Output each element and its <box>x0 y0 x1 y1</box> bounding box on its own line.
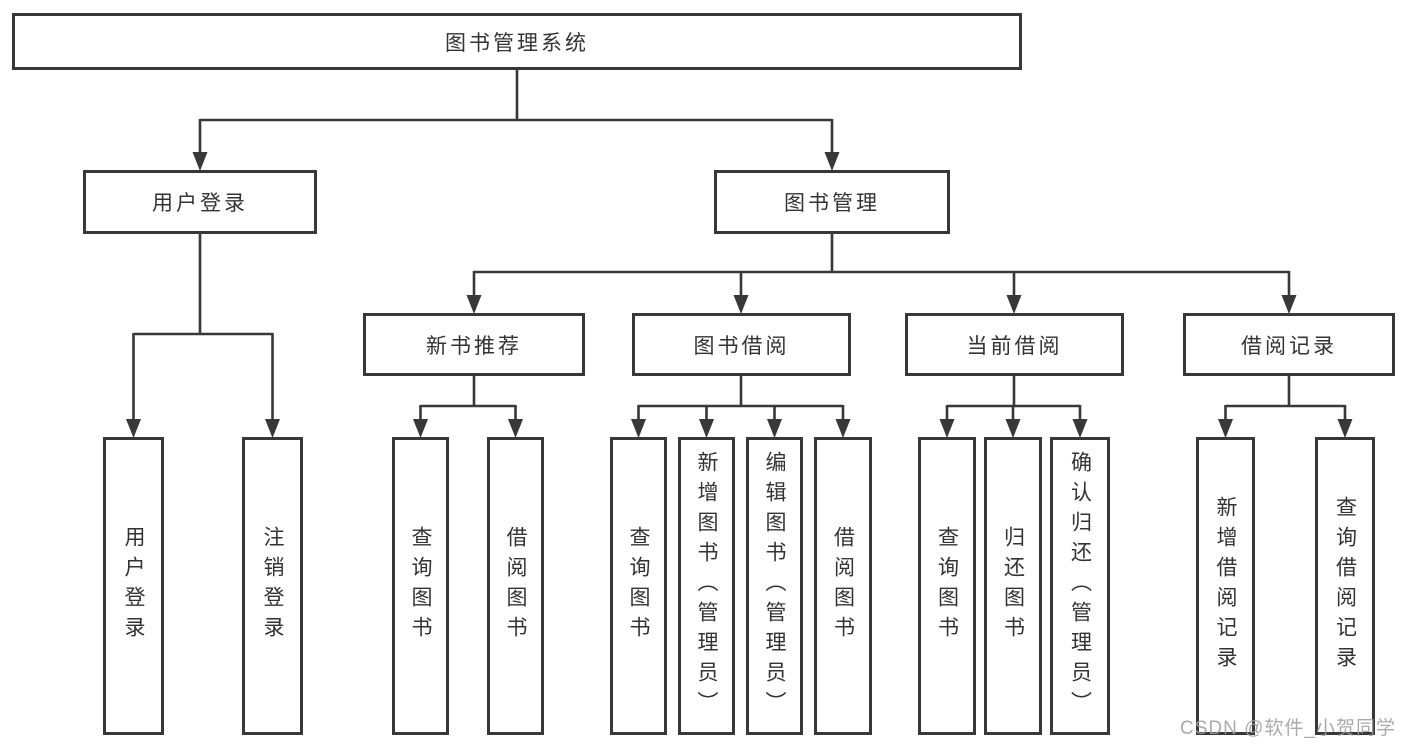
arrowhead-icon <box>1072 419 1088 438</box>
arrowhead-icon <box>413 419 428 438</box>
node-new-book-recommend: 新书推荐 <box>363 313 585 376</box>
node-label: 新增图书（管理员） <box>695 451 718 721</box>
node-label: 注销登录 <box>261 526 284 646</box>
connector-current-borrow-children <box>945 376 1082 421</box>
arrowheads <box>126 152 1353 438</box>
node-book-borrow: 图书借阅 <box>632 313 851 376</box>
node-borrow-records: 借阅记录 <box>1183 313 1395 376</box>
leaf-logout: 注销登录 <box>242 437 303 735</box>
connector-borrow-records-children <box>1224 376 1347 421</box>
arrowhead-icon <box>699 419 714 438</box>
node-label: 图书借阅 <box>693 334 790 358</box>
leaf-query-borrow-record: 查询借阅记录 <box>1315 437 1375 735</box>
leaf-add-borrow-record: 新增借阅记录 <box>1196 437 1255 735</box>
node-current-borrow: 当前借阅 <box>905 313 1124 376</box>
leaf-user-login: 用户登录 <box>103 437 164 735</box>
node-label: 图书管理 <box>784 192 880 215</box>
node-user-login: 用户登录 <box>83 170 317 234</box>
connector-new-book-children <box>419 376 517 421</box>
node-label: 查询借阅记录 <box>1333 496 1357 676</box>
arrowhead-icon <box>939 419 955 438</box>
node-book-management: 图书管理 <box>714 170 950 234</box>
node-library-management-system: 图书管理系统 <box>12 13 1022 70</box>
connector-root-to-level2 <box>198 70 834 154</box>
leaf-query-books-current: 查询图书 <box>918 437 976 735</box>
node-label: 图书管理系统 <box>445 31 589 55</box>
node-label: 用户登录 <box>152 192 248 215</box>
node-label: 借阅记录 <box>1241 334 1337 358</box>
arrowhead-icon <box>824 152 840 171</box>
arrowhead-icon <box>631 419 646 438</box>
leaf-query-books-borrow: 查询图书 <box>610 437 667 735</box>
node-label: 归还图书 <box>1001 526 1025 646</box>
node-label: 当前借阅 <box>966 334 1063 358</box>
node-label: 确认归还（管理员） <box>1068 451 1092 721</box>
arrowhead-icon <box>192 152 208 171</box>
arrowhead-icon <box>767 419 782 438</box>
watermark: CSDN @软件_小贺同学 <box>1180 718 1396 739</box>
arrowhead-icon <box>835 419 851 438</box>
leaf-add-book-admin: 新增图书（管理员） <box>678 437 735 735</box>
arrowhead-icon <box>265 419 280 438</box>
leaf-confirm-return-admin: 确认归还（管理员） <box>1050 437 1110 735</box>
leaf-query-books-recommend: 查询图书 <box>392 437 449 735</box>
node-label: 用户登录 <box>122 526 145 646</box>
connector-user-login-children <box>132 234 274 421</box>
arrowhead-icon <box>1218 419 1233 438</box>
node-label: 新书推荐 <box>426 334 522 358</box>
leaf-borrow-books: 借阅图书 <box>814 437 872 735</box>
arrowhead-icon <box>1006 295 1022 314</box>
node-label: 借阅图书 <box>831 526 855 646</box>
connector-book-borrow-children <box>637 376 845 421</box>
arrowhead-icon <box>1005 419 1021 438</box>
leaf-return-book: 归还图书 <box>984 437 1042 735</box>
arrowhead-icon <box>1337 419 1353 438</box>
node-label: 新增借阅记录 <box>1214 496 1237 676</box>
node-label: 查询图书 <box>627 526 650 646</box>
arrowhead-icon <box>126 419 141 438</box>
arrowhead-icon <box>733 295 749 314</box>
leaf-edit-book-admin: 编辑图书（管理员） <box>746 437 803 735</box>
node-label: 借阅图书 <box>504 526 527 646</box>
node-label: 编辑图书（管理员） <box>763 451 786 721</box>
connector-book-management-children <box>472 234 1291 297</box>
arrowhead-icon <box>1281 295 1297 314</box>
leaf-borrow-books-recommend: 借阅图书 <box>487 437 544 735</box>
arrowhead-icon <box>466 295 482 314</box>
node-label: 查询图书 <box>409 526 432 646</box>
arrowhead-icon <box>508 419 523 438</box>
node-label: 查询图书 <box>935 526 959 646</box>
